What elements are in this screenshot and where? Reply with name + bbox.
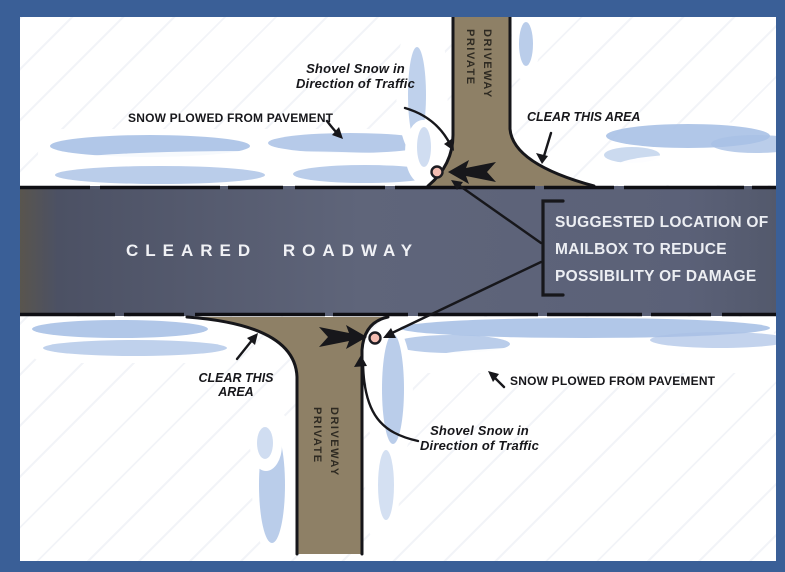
snow-bank-top-right: [595, 121, 776, 185]
clear-area-label-bottom: CLEAR THIS AREA: [198, 371, 274, 399]
snow-bank-top-driveway-right: [511, 17, 539, 81]
shovel-snow-label-top: Shovel Snow in Direction of Traffic: [295, 61, 416, 91]
snow-bank-top-left: [38, 129, 448, 187]
private-driveway-label-top: PRIVATE DRIVEWAY: [464, 29, 493, 99]
snow-bank-bottom-driveway-left: [250, 412, 302, 561]
pointer-arrowheads: [247, 127, 548, 382]
pointer-mailbox-bottom: [390, 260, 543, 335]
private-driveway-label-bottom: PRIVATE DRIVEWAY: [311, 407, 340, 477]
clear-area-label-top: CLEAR THIS AREA: [527, 110, 641, 124]
snow-plowed-label-bottom: SNOW PLOWED FROM PAVEMENT: [510, 374, 716, 388]
diagram-canvas: SNOW PLOWED FROM PAVEMENT Shovel Snow in…: [20, 17, 776, 561]
traffic-arrow-right-icon: [319, 325, 367, 349]
bottom-driveway-shape: [187, 317, 388, 554]
traffic-arrow-left-icon: [448, 160, 496, 184]
snow-banks: [26, 17, 776, 561]
mailbox-dot-bottom: [368, 331, 382, 345]
diagram-graphics: [20, 17, 776, 561]
top-driveway-shape: [428, 17, 594, 186]
roadway-label: CLEARED ROADWAY: [126, 241, 420, 260]
shovel-snow-label-bottom: Shovel Snow in Direction of Traffic: [419, 423, 540, 453]
snow-bank-bottom-driveway-right: [365, 322, 413, 550]
pointer-lines: [235, 106, 553, 443]
pointer-clear-top: [542, 131, 553, 158]
road-surface: [20, 186, 776, 316]
mailbox-location-note: SUGGESTED LOCATION OF MAILBOX TO REDUCE …: [555, 214, 769, 285]
top-driveway-edges: [426, 17, 596, 188]
pointer-clear-bottom: [235, 337, 255, 361]
snow-bank-bottom-left: [26, 317, 240, 363]
snow-plowed-label-top: SNOW PLOWED FROM PAVEMENT: [128, 111, 334, 125]
bottom-driveway-edges: [185, 315, 390, 556]
snow-bank-bottom-right: [384, 317, 776, 373]
pointer-shovel-bottom: [361, 361, 420, 443]
mailbox-note-bracket: [541, 199, 565, 297]
pointer-shovel-top: [403, 106, 452, 146]
pointer-mailbox-top: [458, 184, 543, 245]
mailbox-dot-top: [430, 165, 444, 179]
